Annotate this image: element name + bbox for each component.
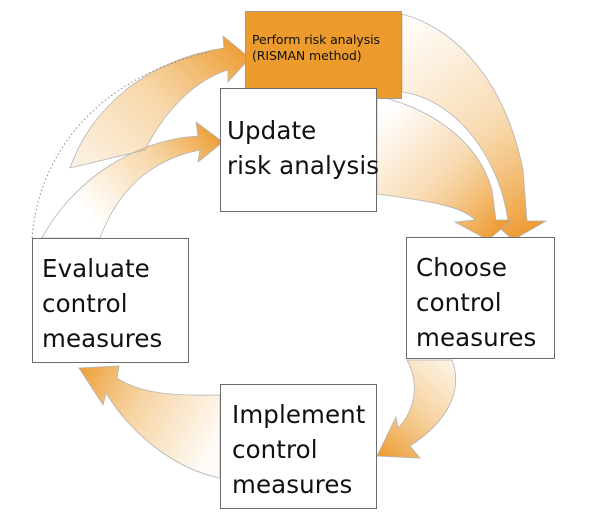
update-line-1: Update (227, 116, 317, 145)
risman-line-2: (RISMAN method) (252, 48, 362, 63)
arrow-implement-to-evaluate (78, 365, 221, 479)
evaluate-control-measures-box: Evaluate control measures (32, 238, 189, 363)
evaluate-line-1: Evaluate (42, 254, 150, 283)
choose-line-3: measures (416, 323, 537, 352)
arrow-risman-to-choose (401, 13, 548, 241)
update-line-2: risk analysis (227, 151, 380, 180)
choose-line-1: Choose (416, 253, 508, 282)
arrow-evaluate-to-risman (69, 35, 251, 169)
implement-line-2: control (232, 435, 318, 464)
choose-control-measures-box: Choose control measures (406, 237, 555, 359)
evaluate-line-3: measures (42, 324, 163, 353)
implement-line-1: Implement (232, 400, 366, 429)
perform-risk-analysis-box: Perform risk analysis (RISMAN method) (245, 11, 402, 99)
update-risk-analysis-box: Update risk analysis (220, 88, 380, 212)
risman-line-1: Perform risk analysis (252, 32, 380, 47)
arrow-choose-to-implement (376, 359, 457, 459)
implement-control-measures-box: Implement control measures (220, 384, 377, 509)
implement-line-3: measures (232, 470, 353, 499)
choose-line-2: control (416, 288, 502, 317)
arrow-evaluate-to-update (41, 121, 224, 239)
arrow-update-to-choose (376, 95, 514, 241)
evaluate-line-2: control (42, 289, 128, 318)
